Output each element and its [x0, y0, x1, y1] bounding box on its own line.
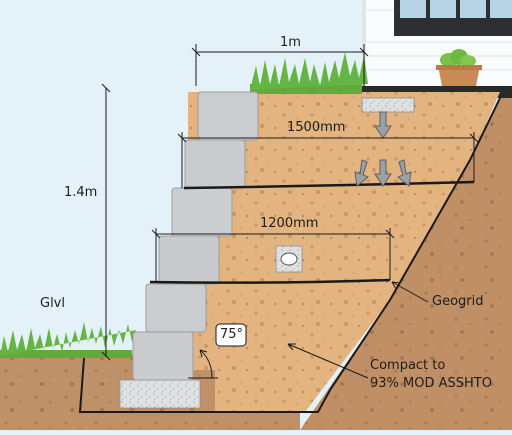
wall-block	[132, 331, 194, 381]
excavation-line	[78, 97, 501, 413]
dimension-layer-2: 1200mm	[260, 216, 319, 231]
dimension-height: 1.4m	[64, 185, 98, 200]
drain-pipe	[275, 245, 303, 273]
block-wall	[132, 91, 259, 381]
grass-bottom	[0, 322, 136, 358]
wall-block	[158, 235, 220, 285]
geogrid-layers	[149, 180, 475, 284]
load-arrow	[354, 159, 369, 187]
angle-indicator	[188, 323, 247, 379]
load-arrow	[397, 159, 412, 187]
load-arrow	[374, 111, 392, 139]
wall-block	[171, 187, 233, 237]
geogrid-label: Geogrid	[432, 294, 484, 309]
geogrid-leader	[391, 281, 429, 303]
geogrid-layer-1	[183, 180, 475, 190]
wall-block	[184, 139, 246, 189]
compact-label-line-1: Compact to	[370, 358, 446, 373]
dimension-layer-1: 1500mm	[287, 120, 346, 135]
load-arrow	[374, 159, 392, 187]
gravel-base	[119, 379, 201, 409]
grass-top	[250, 52, 368, 94]
geogrid-layer-2	[149, 278, 391, 284]
angle-value: 75°	[220, 327, 244, 342]
wall-block	[145, 283, 207, 333]
compact-leader	[287, 343, 369, 379]
house	[358, 0, 512, 98]
house-footing	[354, 97, 415, 187]
ground-level-label: Glvl	[40, 296, 65, 311]
angle-badge	[215, 323, 247, 347]
dimension-top-width: 1m	[280, 35, 301, 50]
wall-block	[197, 91, 259, 141]
compact-label-line-2: 93% MOD ASSHTO	[370, 376, 492, 391]
potted-plant	[436, 49, 482, 86]
